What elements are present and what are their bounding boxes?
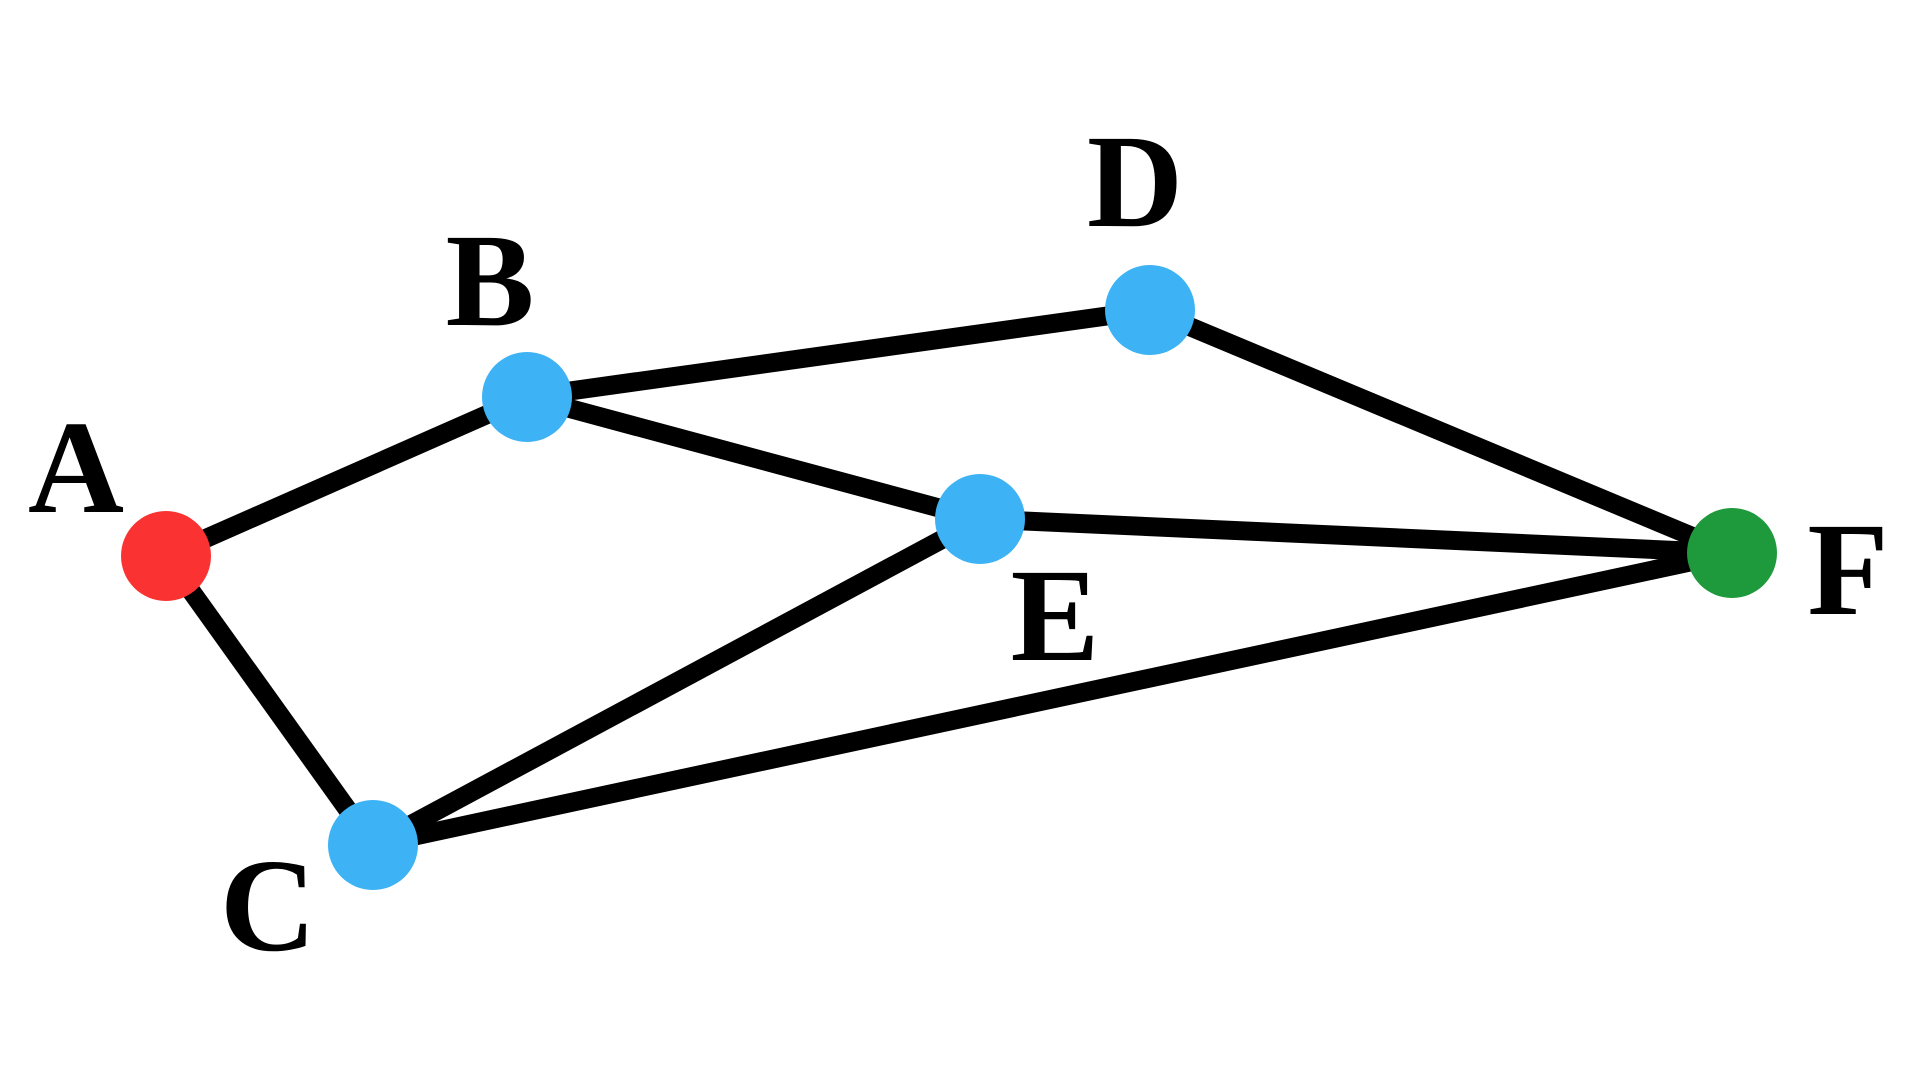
graph-node-C [328, 800, 418, 890]
graph-node-D [1105, 265, 1195, 355]
graph-node-label-D: D [1087, 107, 1183, 255]
graph-node-label-C: C [220, 831, 316, 979]
graph-edge-B-D [525, 300, 1152, 407]
graph-node-B [482, 352, 572, 442]
graph-node-F [1687, 508, 1777, 598]
graph-edge-C-F [371, 543, 1734, 855]
graph-node-label-A: A [28, 393, 124, 541]
graph-edge-E-F [979, 509, 1733, 563]
graph-node-label-F: F [1807, 495, 1888, 643]
graph-node-E [935, 474, 1025, 564]
graph-edge-D-F [1146, 301, 1736, 562]
graph-edge-B-E [524, 387, 983, 529]
graph-node-A [121, 511, 211, 601]
graph-edge-A-B [162, 388, 531, 565]
graph-node-label-B: B [446, 206, 535, 354]
graph-edge-A-C [158, 550, 381, 851]
graph-edge-C-E [368, 510, 985, 854]
graph-node-label-E: E [1011, 541, 1100, 689]
